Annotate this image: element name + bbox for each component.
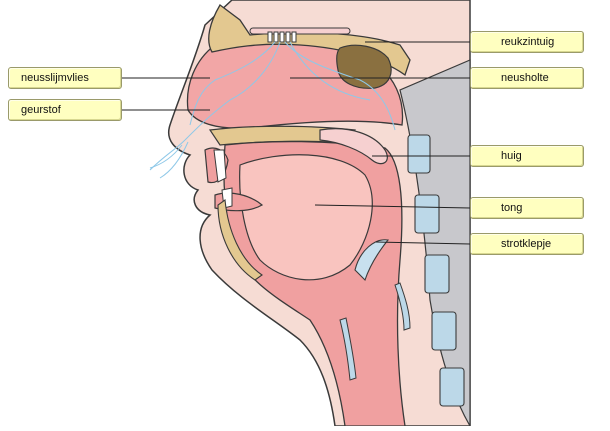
epiglottis [354,239,390,282]
uvula [319,128,388,165]
trachea-cartilage [339,317,357,381]
label-reukzintuig: reukzintuig [470,31,584,53]
nerve-lines [149,41,396,179]
label-huig: huig [470,145,584,167]
label-neusholte: neusholte [470,67,584,89]
olfactory-strip [249,27,351,35]
label-tong: tong [470,197,584,219]
olfactory-receptors [267,31,297,43]
upper-teeth [213,149,227,183]
tongue [239,154,373,281]
spine-vertebrae [407,134,465,407]
label-geurstof: geurstof [8,99,122,121]
label-strotklepje: strotklepje [470,233,584,255]
leader-lines [122,41,471,245]
label-neusslijmvlies: neusslijmvlies [8,67,122,89]
jaw-bone [217,199,263,281]
larynx-cartilage [394,282,411,331]
